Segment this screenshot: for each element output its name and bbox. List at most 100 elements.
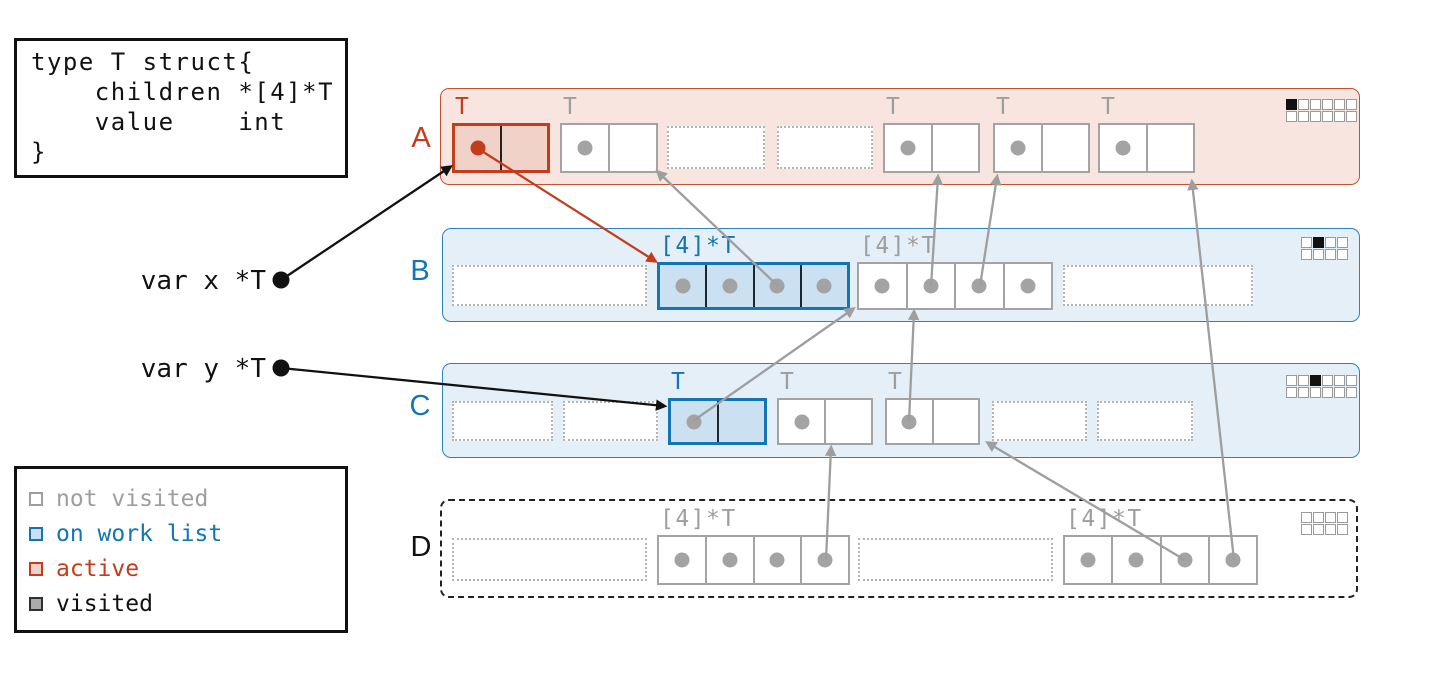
bitmap-cell [1337, 524, 1348, 535]
object-cell [905, 264, 955, 308]
bitmap-cell [1310, 375, 1321, 386]
bitmap-cell [1346, 375, 1357, 386]
object-type-label: [4]*T [1066, 506, 1143, 532]
object-cell [885, 125, 931, 171]
object-type-label: T [780, 369, 796, 395]
object-type-label: T [886, 94, 902, 120]
legend-box: not visited on work list active visited [14, 466, 348, 633]
bitmap-cell [1286, 387, 1297, 398]
mark-bitmap-A [1286, 99, 1357, 122]
heap-object [1098, 123, 1195, 173]
object-cell [1040, 125, 1089, 171]
bitmap-cell [1322, 375, 1333, 386]
object-type-label: [4]*T [660, 506, 737, 532]
object-cell [930, 125, 979, 171]
object-cell [1145, 125, 1194, 171]
span-label-D: D [410, 531, 432, 563]
heap-object [883, 123, 980, 173]
object-cell [500, 126, 547, 170]
free-slot [992, 401, 1087, 441]
bitmap-cell [1337, 237, 1348, 248]
bitmap-cell [1325, 237, 1336, 248]
object-cell [671, 401, 717, 442]
free-slot [777, 126, 873, 169]
legend-swatch-active [29, 562, 43, 576]
bitmap-cell [1334, 111, 1345, 122]
object-cell [824, 400, 871, 443]
object-cell [1111, 537, 1159, 583]
bitmap-cell [1346, 387, 1357, 398]
heap-object [657, 262, 850, 310]
object-cell [1159, 537, 1208, 583]
object-cell [608, 125, 656, 171]
mark-bitmap-B [1301, 237, 1348, 260]
variable-pointer-dot [272, 271, 290, 289]
object-type-label: T [563, 94, 579, 120]
pointer-dot [675, 278, 691, 294]
object-cell [1002, 264, 1052, 308]
legend-label-worklist: on work list [56, 521, 223, 547]
free-slot [667, 126, 765, 169]
pointer-dot [901, 414, 917, 429]
pointer-dot [686, 414, 702, 429]
type-definition-code: type T struct{ children *[4]*T value int… [31, 48, 335, 166]
legend-swatch-worklist [29, 527, 43, 541]
heap-object [857, 262, 1053, 310]
pointer-dot [722, 552, 738, 568]
bitmap-cell [1313, 249, 1324, 260]
heap-object [668, 398, 767, 445]
bitmap-cell [1313, 237, 1324, 248]
type-definition-box: type T struct{ children *[4]*T value int… [14, 38, 348, 178]
bitmap-cell [1301, 524, 1312, 535]
pointer-dot [874, 278, 890, 294]
heap-object [993, 123, 1090, 173]
bitmap-cell [1298, 375, 1309, 386]
legend-swatch-visited [29, 597, 43, 611]
pointer-dot [794, 414, 809, 429]
object-cell [887, 400, 932, 443]
pointer-dot [817, 552, 833, 568]
object-type-label: T [888, 369, 904, 395]
bitmap-cell [1310, 99, 1321, 110]
bitmap-cell [1334, 99, 1345, 110]
free-slot [452, 265, 647, 306]
free-slot [858, 538, 1053, 581]
object-type-label: T [1101, 94, 1117, 120]
heap-object [885, 398, 980, 445]
variable-label: var y *T [140, 354, 266, 384]
object-cell [799, 265, 847, 307]
bitmap-cell [1313, 512, 1324, 523]
heap-object [657, 535, 850, 585]
pointer-dot [923, 278, 939, 294]
free-slot [563, 401, 658, 441]
object-cell [455, 126, 500, 170]
legend-label-visited: visited [56, 591, 153, 617]
object-cell [752, 537, 801, 583]
bitmap-cell [1322, 99, 1333, 110]
legend-label-active: active [56, 556, 140, 582]
object-cell [954, 264, 1003, 308]
bitmap-cell [1346, 99, 1357, 110]
variable-pointer-dot [272, 359, 290, 377]
bitmap-cell [1298, 387, 1309, 398]
pointer-dot [971, 278, 987, 294]
legend-item-notvisited: not visited [29, 486, 208, 512]
free-slot [1097, 401, 1193, 441]
bitmap-cell [1325, 249, 1336, 260]
object-cell [800, 537, 848, 583]
object-cell [705, 265, 752, 307]
free-slot [1063, 265, 1253, 306]
object-cell [779, 400, 824, 443]
object-type-label: [4]*T [860, 233, 937, 259]
object-cell [995, 125, 1041, 171]
bitmap-cell [1298, 111, 1309, 122]
heap-object [777, 398, 873, 445]
pointer-dot [1010, 140, 1026, 156]
object-cell [859, 264, 906, 308]
pointer-dot [722, 278, 738, 294]
bitmap-cell [1334, 387, 1345, 398]
legend-item-visited: visited [29, 591, 153, 617]
bitmap-cell [1322, 111, 1333, 122]
bitmap-cell [1346, 111, 1357, 122]
